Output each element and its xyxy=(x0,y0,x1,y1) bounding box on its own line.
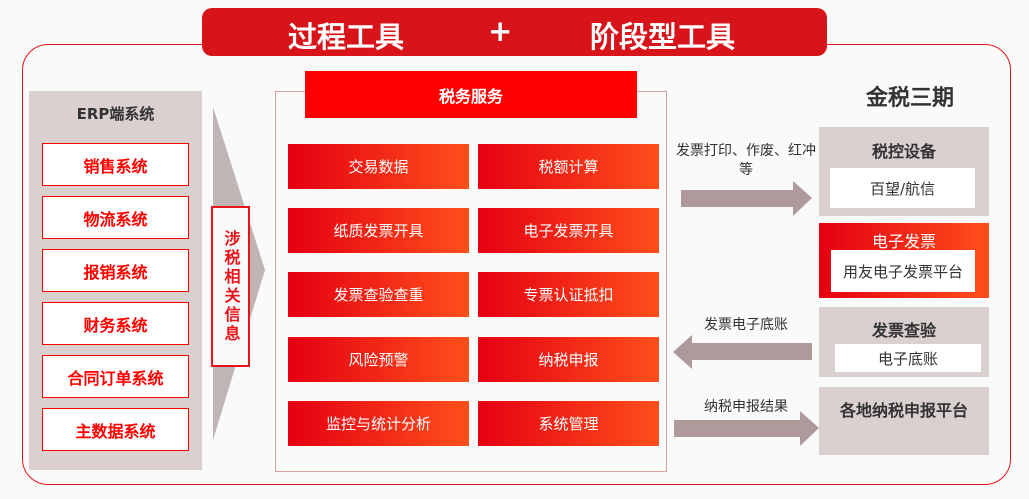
erp-item[interactable]: 报销系统 xyxy=(42,249,189,292)
service-button[interactable]: 风险预警 xyxy=(288,337,469,382)
right-arrow-icon xyxy=(681,181,812,216)
arrow-label: 发票电子底账 xyxy=(704,317,788,333)
tax-control-box: 税控设备 百望/航信 xyxy=(819,127,989,216)
title-plus: + xyxy=(488,14,513,48)
e-invoice-box: 电子发票 用友电子发票平台 xyxy=(819,223,989,298)
tax-info-label: 涉税相关信息 xyxy=(211,206,250,367)
erp-item[interactable]: 财务系统 xyxy=(42,302,189,345)
box-title: 各地纳税申报平台 xyxy=(839,401,968,420)
arrow-label: 发票打印、作废、红冲等 xyxy=(676,143,816,178)
erp-item[interactable]: 物流系统 xyxy=(42,196,189,239)
golden-tax-title: 金税三期 xyxy=(865,86,954,111)
right-arrow-icon xyxy=(674,411,819,446)
tax-filing-platform-box: 各地纳税申报平台 xyxy=(819,387,989,455)
erp-panel: ERP端系统 销售系统 物流系统 报销系统 财务系统 合同订单系统 主数据系统 xyxy=(29,91,202,470)
title-process-tools: 过程工具 xyxy=(288,20,405,54)
service-button[interactable]: 交易数据 xyxy=(288,144,469,189)
arrow-label: 纳税申报结果 xyxy=(704,399,788,415)
service-button[interactable]: 发票查验查重 xyxy=(288,272,469,317)
tax-service-title: 税务服务 xyxy=(305,71,637,118)
box-title: 电子发票 xyxy=(871,232,936,251)
service-button[interactable]: 电子发票开具 xyxy=(478,208,659,253)
erp-item[interactable]: 主数据系统 xyxy=(42,408,189,451)
service-button[interactable]: 纸质发票开具 xyxy=(288,208,469,253)
box-inner: 用友电子发票平台 xyxy=(831,250,975,292)
erp-title: ERP端系统 xyxy=(76,105,155,123)
title-banner: 过程工具 + 阶段型工具 xyxy=(202,8,827,56)
service-button[interactable]: 监控与统计分析 xyxy=(288,401,469,446)
box-title: 税控设备 xyxy=(871,142,936,161)
box-inner: 百望/航信 xyxy=(830,168,975,208)
service-button[interactable]: 税额计算 xyxy=(478,144,659,189)
left-arrow-icon xyxy=(673,335,812,369)
title-stage-tools: 阶段型工具 xyxy=(590,20,736,54)
service-button[interactable]: 专票认证抵扣 xyxy=(478,272,659,317)
invoice-check-box: 发票查验 电子底账 xyxy=(819,307,989,377)
service-button[interactable]: 纳税申报 xyxy=(478,337,659,382)
erp-item[interactable]: 合同订单系统 xyxy=(42,355,189,398)
box-title: 发票查验 xyxy=(871,321,936,340)
service-button[interactable]: 系统管理 xyxy=(478,401,659,446)
box-inner: 电子底账 xyxy=(835,344,981,372)
erp-item[interactable]: 销售系统 xyxy=(42,143,189,186)
